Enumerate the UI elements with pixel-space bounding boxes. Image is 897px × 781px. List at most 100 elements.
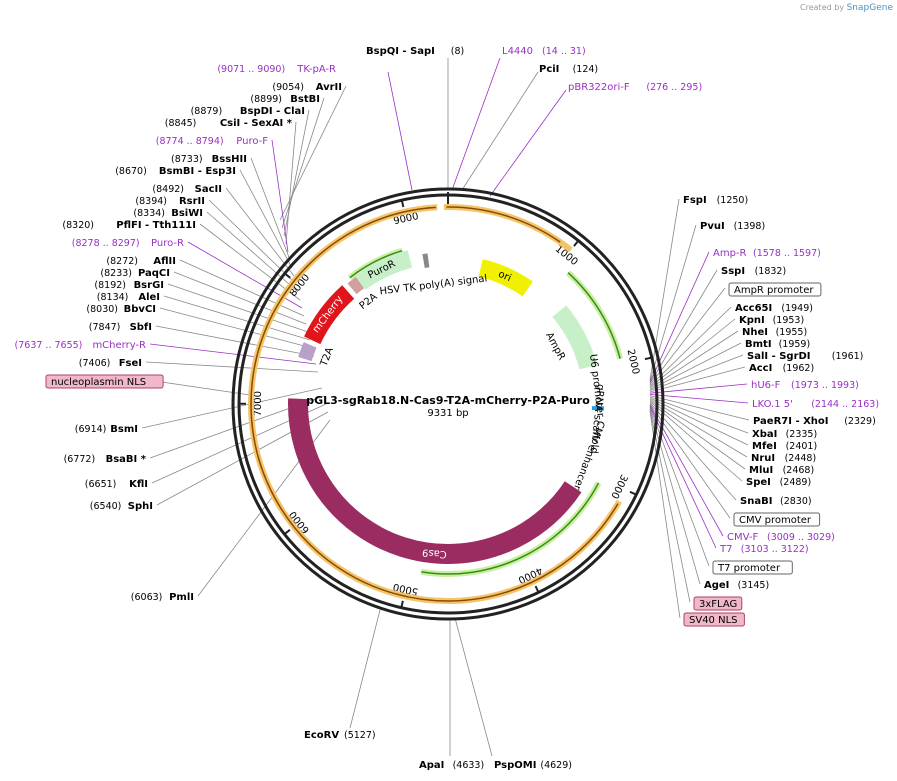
left-label[interactable]: (8879)BspDI - ClaI	[191, 106, 305, 117]
right-label[interactable]: T7 promoter	[712, 560, 793, 575]
bottom-label[interactable]: (5127)EcoRV	[304, 730, 376, 741]
left-label[interactable]: (8134)AleI	[97, 292, 160, 303]
right-label[interactable]: (1959)BmtI	[745, 339, 810, 350]
label-pos: (2144 .. 2163)	[811, 399, 879, 410]
left-label[interactable]: (6540)SphI	[90, 501, 153, 512]
right-label[interactable]: (2489)SpeI	[746, 477, 811, 488]
left-label[interactable]: (8733) BssHII	[171, 154, 247, 165]
left-label[interactable]: (6063)PmlI	[131, 592, 194, 603]
label-leader	[649, 342, 742, 390]
top-label[interactable]: (276 .. 295)pBR322ori-F	[568, 82, 702, 93]
left-label[interactable]: (8030)BbvCI	[86, 304, 156, 315]
ampr-feature	[552, 305, 597, 370]
label-pos: (7847)	[89, 322, 121, 333]
grna-feature	[588, 410, 605, 433]
right-label[interactable]: (2830)SnaBI	[740, 496, 812, 507]
label-box	[45, 374, 164, 389]
label-leader	[451, 57, 501, 191]
label-pos: (8272)	[106, 256, 138, 267]
right-label[interactable]: (2335)XbaI	[752, 429, 817, 440]
label-name: RsrII	[179, 196, 205, 207]
right-label[interactable]: AmpR promoter	[728, 282, 822, 297]
feature-label-t2a: T2A	[318, 346, 336, 369]
label-name: AgeI	[704, 580, 729, 591]
tick-1000	[573, 239, 580, 247]
left-label[interactable]: (8272)AflII	[106, 256, 176, 267]
left-label[interactable]: (8492)SacII	[152, 184, 222, 195]
left-label[interactable]: (6772)BsaBI *	[64, 454, 147, 465]
right-label[interactable]: CMV promoter	[733, 512, 821, 527]
bottom-label[interactable]: (4629)PspOMI	[494, 760, 572, 771]
label-leader	[649, 396, 749, 434]
tick-8000	[284, 272, 291, 279]
bottom-label[interactable]: (4633)ApaI	[419, 760, 484, 771]
top-label[interactable]: (8)BspQI - SapI	[366, 46, 464, 57]
right-label[interactable]: (2144 .. 2163)LKO.1 5'	[752, 399, 879, 410]
left-label[interactable]: (8278 .. 8297)Puro-R	[72, 238, 184, 249]
left-label[interactable]: (8845)CsiI - SexAI *	[165, 118, 293, 129]
left-label[interactable]: (8670)BsmBI - Esp3I	[115, 166, 236, 177]
right-label[interactable]: SV40 NLS	[683, 612, 745, 627]
left-label[interactable]: (6651)KflI	[85, 479, 148, 490]
label-pos: (8192)	[94, 280, 126, 291]
top-label[interactable]: (14 .. 31)L4440	[502, 46, 586, 57]
label-pos: (7637 .. 7655)	[15, 340, 83, 351]
label-box	[693, 596, 743, 611]
label-leader	[167, 283, 309, 333]
label-pos: (8278 .. 8297)	[72, 238, 140, 249]
left-label[interactable]: (8233)PaqCI	[100, 268, 170, 279]
label-name: BmtI	[745, 339, 772, 350]
right-label[interactable]: (3145)AgeI	[704, 580, 769, 591]
right-label[interactable]: (1961)SalI - SgrDI	[747, 351, 863, 362]
label-name: Acc65I	[735, 303, 772, 314]
left-label[interactable]: (8774 .. 8794)Puro-F	[156, 136, 269, 147]
top-label[interactable]: (9071 .. 9090)TK-pA-R	[217, 64, 336, 75]
right-label[interactable]: 3xFLAG	[693, 596, 743, 611]
tick-2000	[644, 356, 652, 361]
label-name: PciI	[539, 64, 559, 75]
right-label[interactable]: (2448)NruI	[751, 453, 816, 464]
label-name: BspDI - ClaI	[240, 106, 305, 117]
right-label[interactable]: (1962)AccI	[749, 363, 814, 374]
right-label[interactable]: (1949)Acc65I	[735, 303, 813, 314]
left-label[interactable]: (8394)RsrII	[135, 196, 205, 207]
right-label[interactable]: (2468)MluI	[749, 465, 814, 476]
left-label[interactable]: (6914)BsmI	[75, 424, 138, 435]
label-name: BsmI	[110, 424, 138, 435]
right-label[interactable]: (1973 .. 1993)hU6-F	[751, 380, 859, 391]
left-label[interactable]: (8899)BstBI	[250, 94, 320, 105]
label-leader	[649, 402, 737, 501]
label-pos: (1398)	[734, 221, 766, 232]
label-pos: (8733)	[171, 154, 203, 165]
label-name: BssHII	[212, 154, 247, 165]
left-label[interactable]: (7637 .. 7655)mCherry-R	[15, 340, 147, 351]
label-pos: (8899)	[250, 94, 282, 105]
left-label[interactable]: (7847)SbfI	[89, 322, 152, 333]
left-label[interactable]: (9054)AvrII	[272, 82, 342, 93]
right-label[interactable]: (1953)KpnI	[739, 315, 804, 326]
right-label[interactable]: (3103 .. 3122)T7	[719, 544, 809, 555]
label-leader	[649, 306, 732, 387]
orf-green-1-line	[567, 272, 621, 359]
label-leader	[163, 295, 311, 341]
right-label[interactable]: (1578 .. 1597)Amp-R	[713, 248, 821, 259]
label-pos: (1250)	[717, 195, 749, 206]
label-name: SphI	[128, 501, 153, 512]
right-label[interactable]: (2329)PaeR7I - XhoI	[753, 416, 876, 427]
label-pos: (14 .. 31)	[542, 46, 586, 57]
right-label[interactable]: (1398)PvuI	[700, 221, 765, 232]
left-label[interactable]: (8192)BsrGI	[94, 280, 164, 291]
left-label[interactable]: nucleoplasmin NLS	[45, 374, 164, 389]
label-pos: (9071 .. 9090)	[217, 64, 285, 75]
right-label[interactable]: (2401)MfeI	[752, 441, 817, 452]
left-label[interactable]: (7406)FseI	[79, 358, 142, 369]
top-label[interactable]: (124)PciI	[539, 64, 598, 75]
right-label[interactable]: (1832)SspI	[721, 266, 786, 277]
right-label[interactable]: (3009 .. 3029)CMV-F	[727, 532, 835, 543]
left-label[interactable]: (8334)BsiWI	[133, 208, 203, 219]
right-label[interactable]: (1955)NheI	[742, 327, 807, 338]
left-label[interactable]: (8320)PflFI - Tth111I	[62, 220, 196, 231]
label-leader	[649, 398, 748, 458]
right-label[interactable]: (1250)FspI	[683, 195, 748, 206]
cmv-enh-feature	[574, 434, 602, 477]
